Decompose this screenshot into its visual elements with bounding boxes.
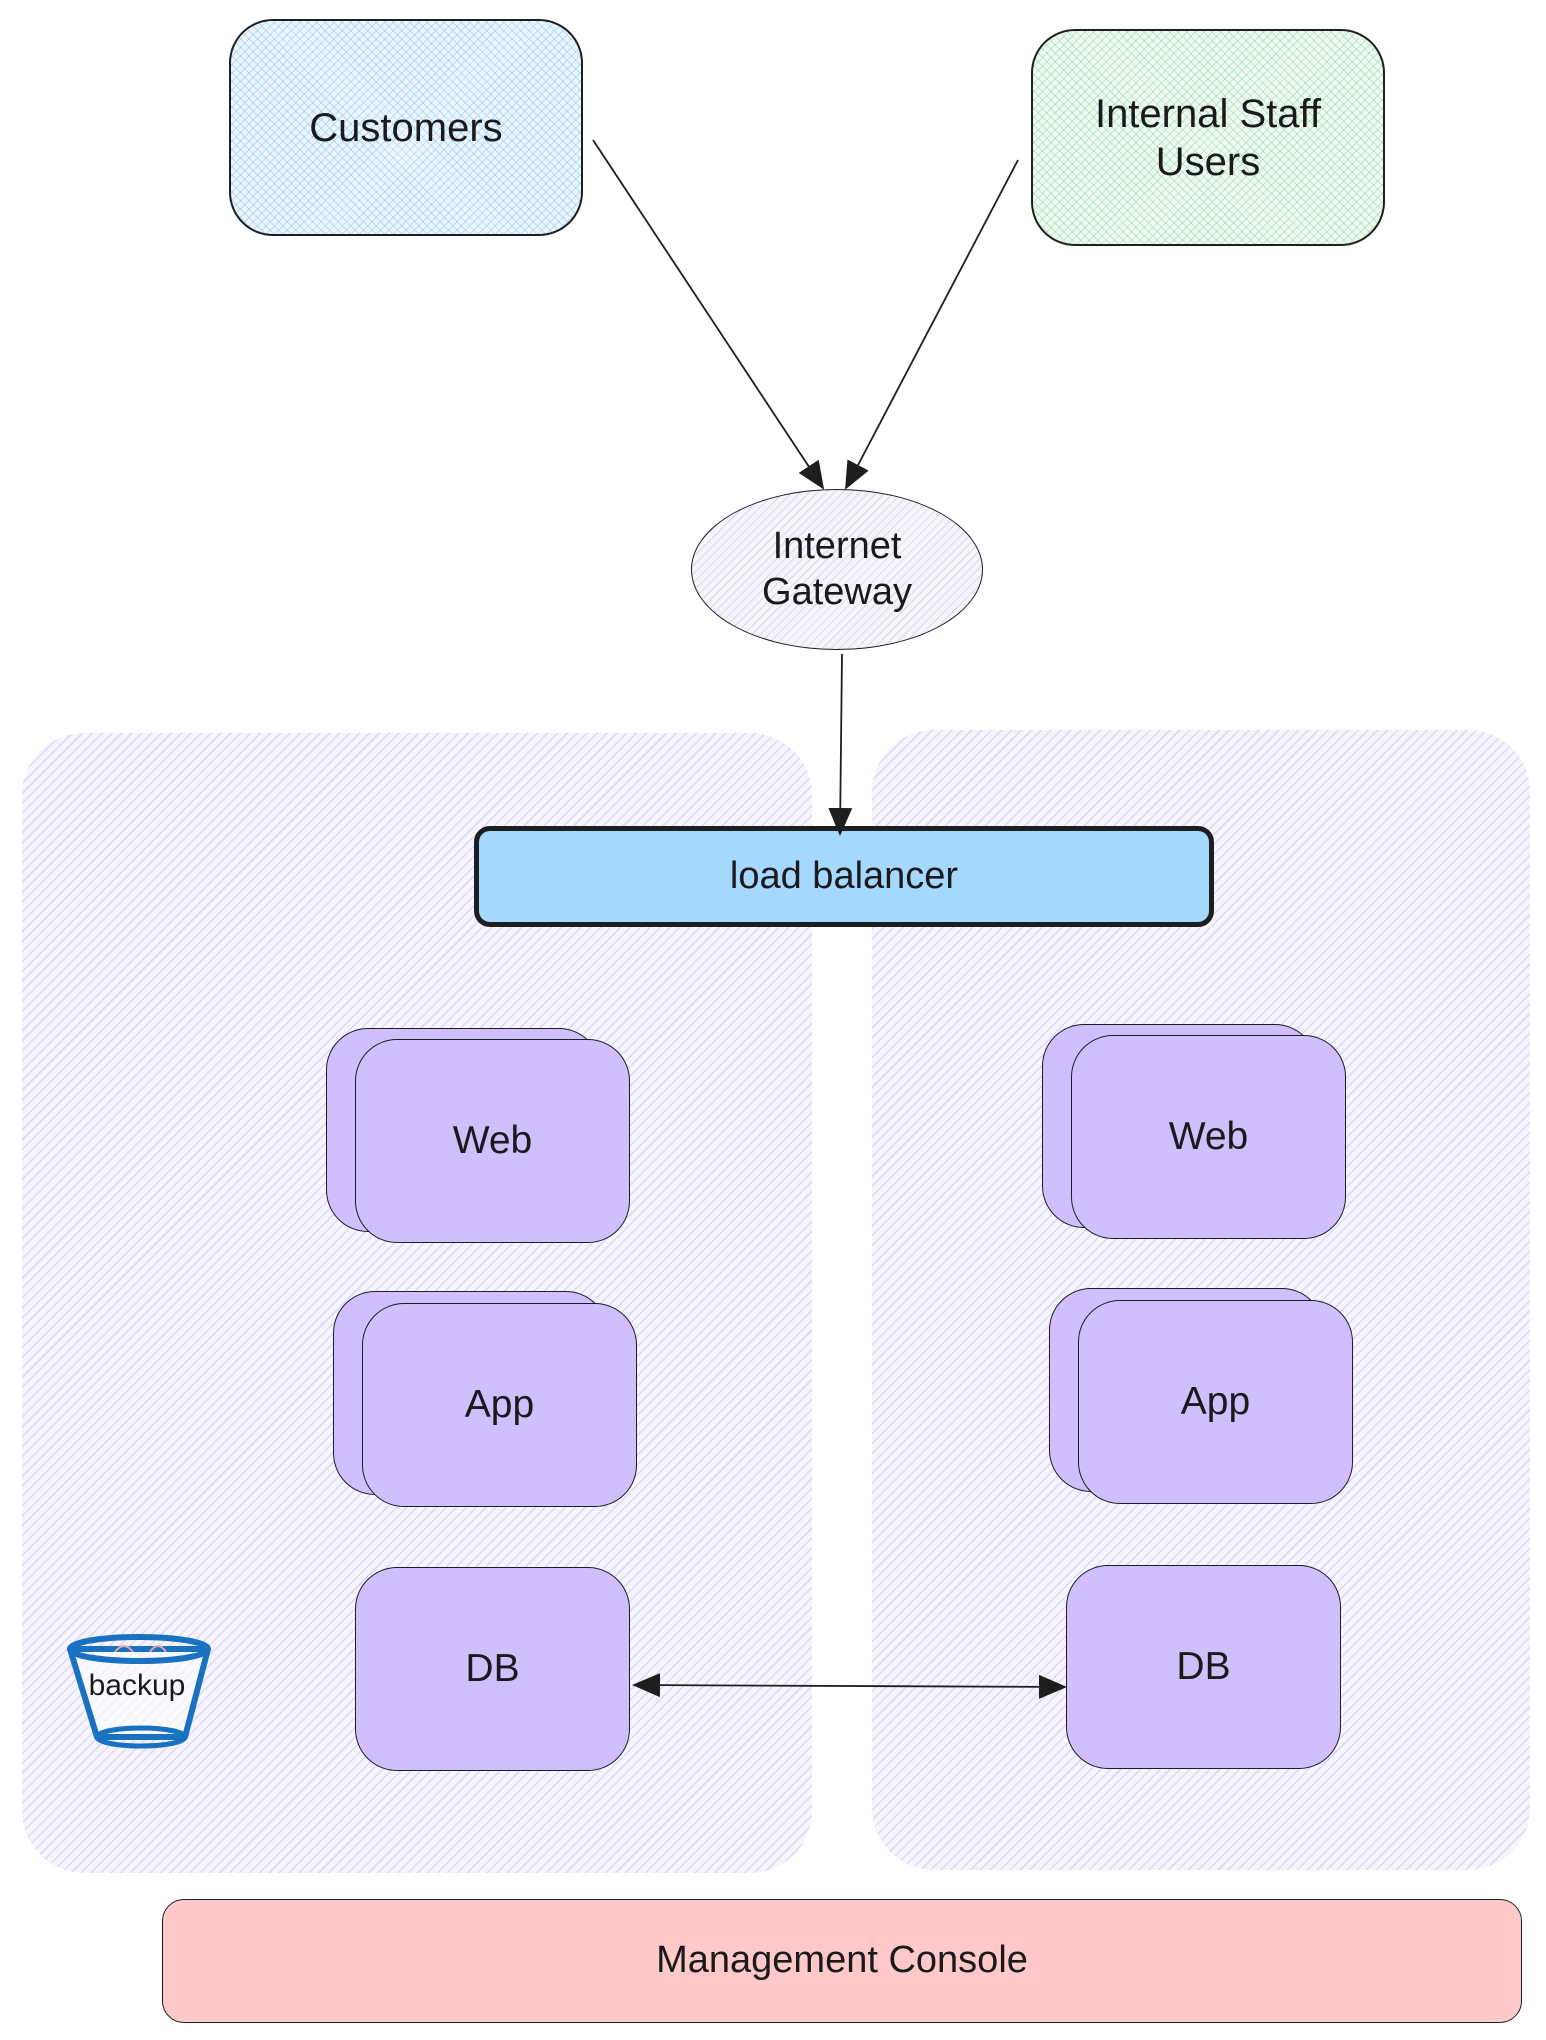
app-server-left[interactable]: App: [362, 1303, 637, 1507]
internet-gateway-label-line1: Internet: [772, 524, 902, 567]
bucket-icon: [67, 1634, 211, 1749]
customers-node[interactable]: Customers: [229, 19, 583, 236]
internet-gateway-node[interactable]: Internet Gateway: [691, 489, 983, 650]
backup-label: backup: [88, 1669, 186, 1702]
web-server-left[interactable]: Web: [355, 1039, 630, 1243]
internal-staff-label: Internal Staff Users: [1095, 90, 1321, 186]
web-server-left-label: Web: [452, 1118, 533, 1162]
db-server-left[interactable]: DB: [355, 1567, 630, 1771]
arrow-db-replication: [632, 1673, 1067, 1699]
internal-staff-node[interactable]: Internal Staff Users: [1031, 29, 1385, 246]
db-server-left-label: DB: [465, 1646, 520, 1690]
internet-gateway-label: Internet Gateway: [762, 524, 912, 615]
management-console-label: Management Console: [656, 1939, 1028, 1982]
arrow-staff-to-gateway: [845, 159, 1019, 490]
web-server-right-label: Web: [1168, 1114, 1249, 1158]
db-server-right[interactable]: DB: [1066, 1565, 1341, 1769]
arrow-customers-to-gateway: [592, 139, 825, 490]
db-server-right-label: DB: [1176, 1644, 1231, 1688]
app-server-right-label: App: [1180, 1379, 1251, 1423]
customers-label: Customers: [309, 105, 503, 150]
internal-staff-label-line1: Internal Staff: [1094, 91, 1322, 136]
web-server-right[interactable]: Web: [1071, 1035, 1346, 1239]
internal-staff-label-line2: Users: [1155, 139, 1261, 184]
management-console-node[interactable]: Management Console: [162, 1899, 1522, 2023]
load-balancer-label: load balancer: [729, 854, 959, 897]
internet-gateway-label-line2: Gateway: [762, 570, 912, 613]
arrow-gateway-to-load-balancer: [828, 653, 853, 836]
app-server-right[interactable]: App: [1078, 1300, 1353, 1504]
app-server-left-label: App: [464, 1382, 535, 1426]
